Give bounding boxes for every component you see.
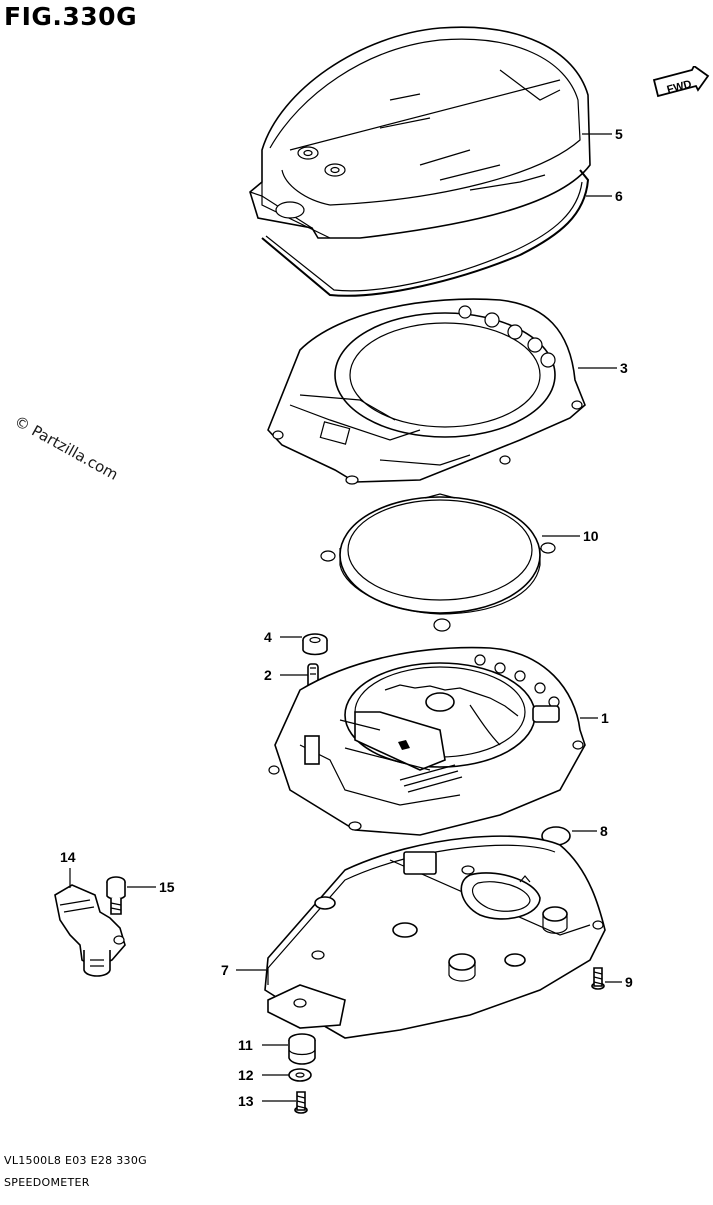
screw[interactable]	[591, 967, 605, 990]
cushion[interactable]	[288, 1033, 316, 1065]
lens-ring[interactable]	[320, 493, 556, 632]
callout-10[interactable]: 10	[583, 528, 599, 544]
figure-title: FIG.330G	[4, 2, 138, 31]
callout-7[interactable]: 7	[221, 962, 229, 978]
speedometer-assembly[interactable]	[268, 646, 586, 836]
callout-4[interactable]: 4	[264, 629, 272, 645]
leader-lines	[69, 133, 622, 1102]
grommet-upper[interactable]	[302, 633, 328, 656]
cover-seal[interactable]	[261, 169, 590, 297]
lower-screw[interactable]	[294, 1091, 308, 1114]
callout-8[interactable]: 8	[600, 823, 608, 839]
callout-1[interactable]: 1	[601, 710, 609, 726]
meter-case-lower[interactable]	[264, 835, 606, 1039]
callout-9[interactable]: 9	[625, 974, 633, 990]
callout-14[interactable]: 14	[60, 849, 76, 865]
washer[interactable]	[288, 1068, 312, 1082]
figure-name: SPEEDOMETER	[4, 1176, 90, 1189]
figure-code: VL1500L8 E03 E28 330G	[4, 1154, 147, 1167]
sensor-bolt[interactable]	[106, 876, 126, 915]
fwd-arrow-icon: FWD	[650, 64, 710, 102]
callout-3[interactable]: 3	[620, 360, 628, 376]
callout-12[interactable]: 12	[238, 1067, 254, 1083]
callout-6[interactable]: 6	[615, 188, 623, 204]
speedometer-cover[interactable]	[249, 26, 591, 239]
callout-numbers: 5 6 3 10 4 2 1 8 14 15 7 9 11 12 13	[60, 126, 633, 1109]
callout-2[interactable]: 2	[264, 667, 272, 683]
callout-5[interactable]: 5	[615, 126, 623, 142]
meter-case-upper[interactable]	[267, 298, 586, 485]
callout-15[interactable]: 15	[159, 879, 175, 895]
speed-sensor[interactable]	[54, 884, 126, 977]
callout-13[interactable]: 13	[238, 1093, 254, 1109]
callout-11[interactable]: 11	[238, 1037, 253, 1053]
